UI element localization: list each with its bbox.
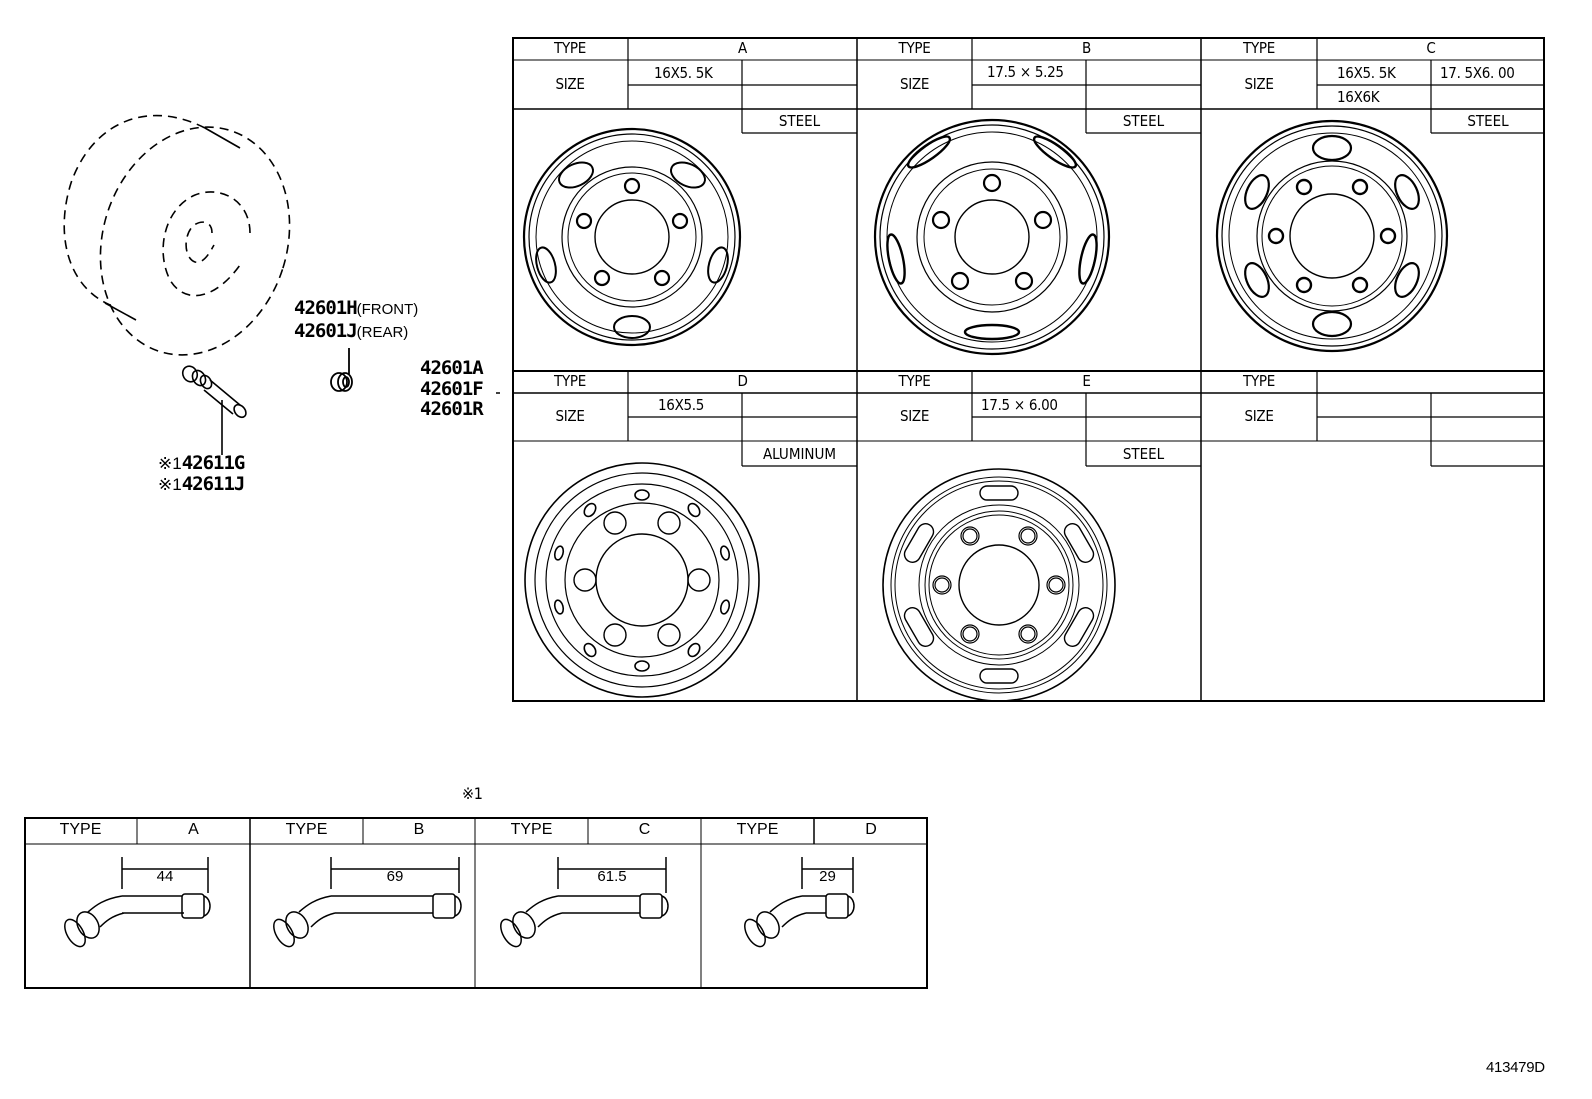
valve-type-c: C [638,821,651,838]
note-mark: ※1 [158,475,182,494]
type-label: TYPE [1243,372,1275,390]
valve-type-table: TYPE A TYPE B TYPE C TYPE D 44 69 61.5 2… [24,817,928,989]
wheel-assembly-drawing [63,114,500,455]
valve-length-b: 69 [386,868,404,885]
part-number: 42601H [294,297,358,319]
valve-length-c: 61.5 [597,868,627,885]
type-d-value: D [737,372,748,390]
wheel-c-icon [1215,119,1449,353]
type-label: TYPE [510,821,553,838]
type-label: TYPE [898,39,931,57]
size-a-1: 16X5. 5K [654,64,713,82]
valve-b-icon [273,857,462,948]
valve-a-icon [64,857,211,948]
valve-type-a: A [188,821,199,838]
size-label: SIZE [899,75,930,93]
valve-c-icon [500,857,669,948]
callout-wheel-f: 42601F [420,378,484,400]
type-label: TYPE [1243,39,1275,57]
callout-wheel-r: 42601R [420,398,484,420]
size-label: SIZE [1244,75,1274,93]
note-mark: ※1 [158,454,182,473]
type-label: TYPE [736,821,779,838]
note-mark-1: ※1 [462,784,483,803]
valve-type-b: B [413,821,425,838]
exploded-view: 42601H(FRONT) 42601J(REAR) 42601A 42601F… [0,0,500,520]
size-e-1: 17.5 × 6.00 [981,396,1058,414]
part-number: 42611J [181,473,246,495]
valve-stem-icon [181,365,247,455]
type-label: TYPE [59,821,102,838]
type-c-value: C [1426,39,1436,57]
part-number: 42611G [181,452,246,474]
material-b: STEEL [1122,112,1165,130]
material-d: ALUMINUM [762,445,837,463]
type-label: TYPE [554,372,586,390]
wheel-b-icon [873,118,1111,356]
type-label: TYPE [285,821,328,838]
callout-rear: 42601J(REAR) [294,321,408,343]
type-label: TYPE [898,372,931,390]
valve-length-d: 29 [819,868,836,885]
material-e: STEEL [1122,445,1165,463]
wheel-d-icon [524,462,760,698]
part-number: 42601J [294,320,358,342]
valve-length-a: 44 [156,868,174,885]
material-c: STEEL [1467,112,1509,130]
type-a-value: A [738,39,747,57]
size-d-1: 16X5.5 [658,396,705,414]
size-label: SIZE [899,407,930,425]
type-e-value: E [1082,372,1091,390]
wheel-type-table: TYPE A SIZE 16X5. 5K STEEL TYPE B SIZE 1… [512,37,1545,702]
part-note: (FRONT) [356,301,419,318]
wheel-e-icon [882,468,1116,702]
hub-nut-icon [330,348,353,392]
size-label: SIZE [555,75,585,93]
wheel-a-icon [522,127,742,347]
part-note: (REAR) [356,324,409,341]
size-b-1: 17.5 × 5.25 [987,63,1064,81]
diagram-id: 413479D [1486,1059,1545,1076]
material-a: STEEL [778,112,821,130]
valve-table-grid [24,817,928,989]
callout-valve-j: ※142611J [158,473,246,495]
type-label: TYPE [554,39,586,57]
size-label: SIZE [1244,407,1274,425]
callout-front: 42601H(FRONT) [294,298,418,320]
callout-wheel-a: 42601A [420,357,484,379]
valve-type-d: D [865,821,877,838]
size-c-1: 16X5. 5K [1337,64,1396,82]
size-label: SIZE [555,407,585,425]
callout-valve-g: ※142611G [158,452,246,474]
valve-d-icon [744,857,855,948]
size-c-2: 17. 5X6. 00 [1440,64,1515,82]
wheel-table-grid [512,37,1545,702]
type-b-value: B [1082,39,1091,57]
size-c-3: 16X6K [1337,88,1380,106]
